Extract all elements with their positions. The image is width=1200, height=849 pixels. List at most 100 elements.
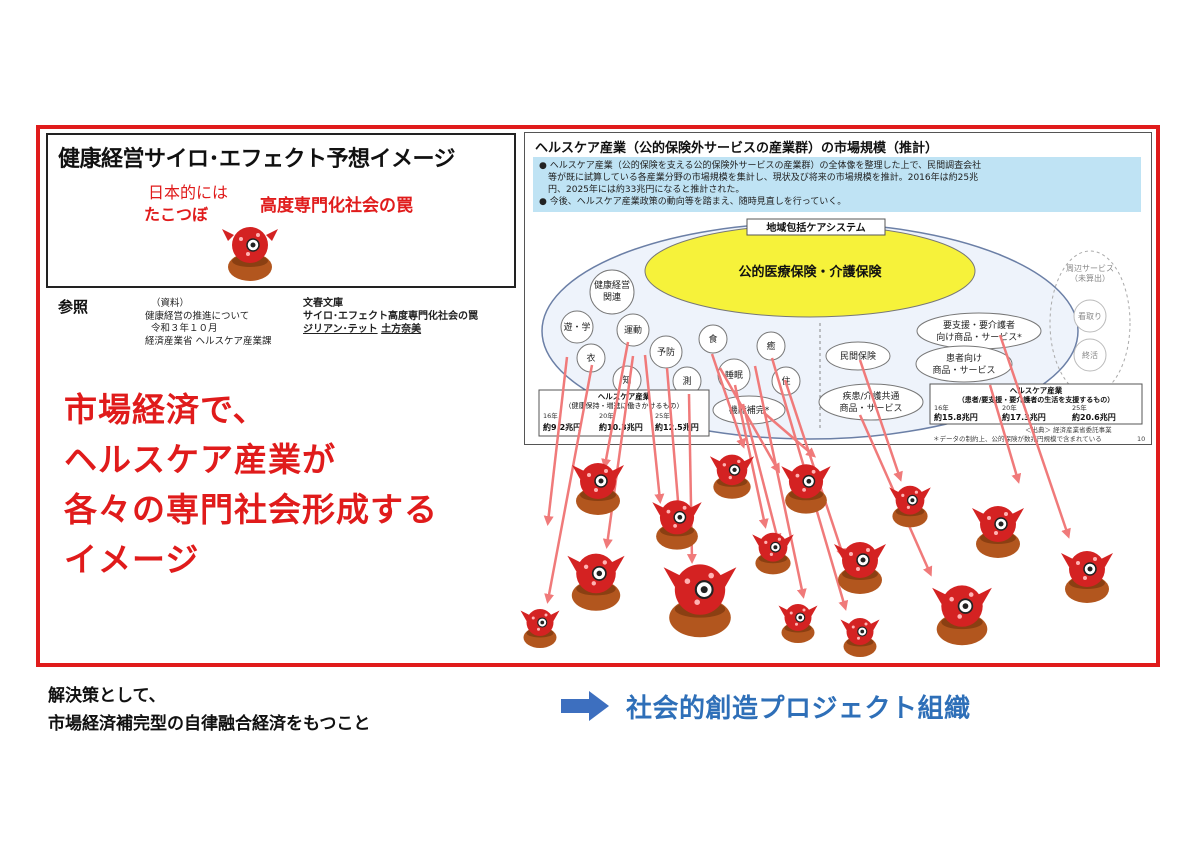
circle-kenko-label1: 健康経営	[594, 279, 630, 291]
circle-shoku	[698, 324, 728, 354]
tako-mascot-icon	[971, 505, 1025, 559]
arrow	[665, 367, 685, 529]
tako-mascot-icon	[833, 541, 887, 595]
book-author1: ジリアン･テット	[303, 324, 378, 335]
title-box: 健康経営サイロ･エフェクト予想イメージ 日本的には たこつぼ 高度専門化社会の罠	[46, 133, 516, 288]
left-value: 約9.2兆円	[543, 422, 581, 432]
reference-book: 文春文庫 サイロ･エフェクト高度専門化社会の罠 ジリアン･テット 土方奈美	[303, 298, 478, 335]
circle-label: 運動	[624, 325, 642, 336]
arrow	[858, 359, 903, 482]
silo-mascots	[519, 453, 1114, 658]
tako-mascot-icon	[777, 603, 819, 644]
tako-mascot-icon	[751, 532, 795, 576]
care-system-diagram: 地域包括ケアシステム 公的医療保険・介護保険 健康経営 関連 遊・学 運動 食 …	[538, 218, 1145, 443]
tako-mascot-icon	[662, 563, 738, 639]
arrow	[543, 356, 569, 526]
arrow	[643, 354, 665, 504]
solution-text: 解決策として、 市場経済補完型の自律融合経済をもつこと	[48, 686, 371, 734]
tako-mascot-icon	[222, 227, 278, 281]
circle-label: 予防	[657, 346, 675, 358]
right-arrow-icon	[561, 691, 609, 721]
book-author2: 土方奈美	[381, 324, 422, 335]
tako-mascot-icon	[566, 552, 626, 612]
right-year: 16年	[934, 403, 949, 412]
system-label-box	[746, 218, 886, 236]
page-title: 健康経営サイロ･エフェクト予想イメージ	[58, 147, 456, 172]
peripheral-item: 看取り	[1078, 312, 1102, 321]
arrow	[544, 364, 594, 604]
circle-undo	[616, 313, 650, 347]
right-value: 約15.8兆円	[934, 412, 978, 422]
tako-mascot-icon	[931, 584, 993, 647]
circle-label: 食	[708, 333, 717, 345]
circle-iyashi	[756, 331, 786, 361]
right-market-table: ヘルスケア産業 （患者/要支援・要介護者の生活を支援するもの） 16年 20年 …	[929, 383, 1143, 425]
system-label: 地域包括ケアシステム	[766, 221, 865, 234]
circle-label: 癒	[766, 340, 775, 352]
arrow	[602, 355, 635, 549]
left-value: 約12.5兆円	[655, 422, 699, 432]
arrow	[753, 365, 807, 599]
circle-label: 測	[682, 375, 691, 387]
left-table-heading2: （健康保持・増進に働きかけるもの）	[565, 401, 684, 410]
tag-right: 高度専門化社会の罠	[260, 196, 413, 216]
left-value: 約10.3兆円	[599, 422, 643, 432]
reference-source: （資料） 健康経営の推進について 令和３年１０月 経済産業省 ヘルスケア産業課	[145, 298, 272, 347]
item-kanja	[915, 345, 1013, 383]
item-minkan	[825, 341, 891, 371]
item-label: 民間保険	[840, 350, 876, 362]
peripheral-mitori	[1073, 299, 1107, 333]
arrow	[988, 384, 1022, 484]
peripheral-label2: （未算出）	[1070, 273, 1110, 283]
arrow	[733, 384, 769, 529]
right-table-heading1: ヘルスケア産業	[1010, 385, 1063, 395]
item-kanja-label2: 商品・サービス	[932, 364, 995, 376]
right-value: 約20.6兆円	[1072, 412, 1116, 422]
tako-mascot-icon	[780, 463, 832, 515]
item-kanja-label1: 患者向け	[946, 352, 982, 364]
tako-mascot-icon	[571, 462, 625, 516]
red-frame	[36, 125, 1160, 667]
left-year: 16年	[543, 411, 558, 420]
figure-source: ＜出典＞ 経済産業省委託事業	[1025, 425, 1112, 434]
arrow	[998, 334, 1071, 539]
peripheral-label: 周辺サービス	[1066, 264, 1114, 273]
result-text: 社会的創造プロジェクト組織	[626, 694, 971, 724]
figure-footnote: ＊データの制約上、公的保険が数兆円規模で含まれている	[933, 434, 1102, 443]
right-year: 20年	[1002, 403, 1017, 412]
peripheral-shukatsu	[1073, 338, 1107, 372]
tako-mascot-icon	[519, 608, 561, 649]
left-year: 20年	[599, 411, 614, 420]
circle-label: 知	[622, 374, 631, 386]
main-message: 市場経済で、 ヘルスケア産業が 各々の専門社会形成する イメージ	[64, 390, 438, 579]
arrow	[718, 367, 780, 474]
right-value: 約17.3兆円	[1002, 412, 1046, 422]
tako-mascot-icon	[1060, 550, 1114, 604]
figure-page-number: 10	[1137, 435, 1145, 443]
item-yoshien-label1: 要支援・要介護者	[943, 319, 1015, 331]
arrow	[741, 403, 782, 544]
arrow	[710, 353, 746, 449]
tako-mascot-icon	[888, 485, 932, 529]
reference-label: 参照	[58, 298, 89, 316]
figure-notes: ● ヘルスケア産業（公的保険を支える公的保険外サービスの産業群）の全体像を整理し…	[533, 157, 1141, 212]
tag-left-line1: 日本的には	[148, 183, 229, 202]
circle-label: 衣	[586, 352, 595, 364]
circle-kenko	[589, 269, 635, 315]
tag-left-line2: たこつぼ	[144, 205, 209, 224]
right-year: 25年	[1072, 403, 1087, 412]
figure-title: ヘルスケア産業（公的保険外サービスの産業群）の市場規模（推計）	[535, 141, 939, 156]
item-shikkan-label2: 商品・サービス	[839, 402, 902, 414]
right-table-heading2: （患者/要支援・要介護者の生活を支援するもの）	[958, 395, 1115, 404]
left-year: 25年	[655, 411, 670, 420]
tako-mascot-icon	[839, 617, 881, 658]
center-label: 公的医療保険・介護保険	[738, 264, 882, 280]
peripheral-item: 終活	[1082, 350, 1098, 360]
item-shikkan	[818, 383, 924, 421]
circle-label: 遊・学	[563, 321, 590, 333]
tako-mascot-icon	[651, 499, 703, 551]
tako-mascot-icon	[709, 453, 755, 500]
peripheral-ellipse	[1049, 250, 1131, 396]
circle-asobi	[560, 310, 594, 344]
